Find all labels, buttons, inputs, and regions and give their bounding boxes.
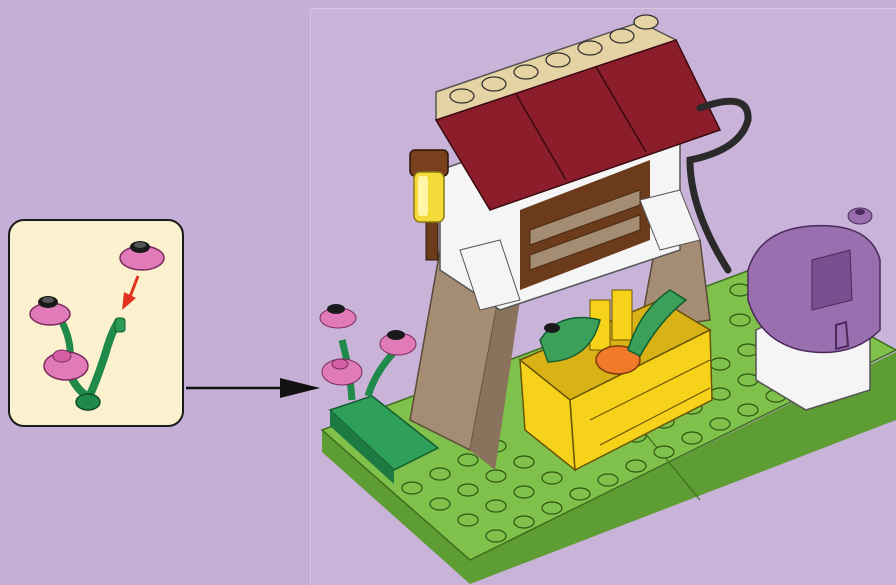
flower-icon	[30, 296, 70, 325]
flower-icon	[380, 330, 416, 355]
flower-icon	[44, 350, 88, 380]
arrow-icon	[122, 276, 138, 310]
flower-icon	[120, 241, 164, 270]
saddle-icon	[748, 208, 880, 410]
callout-flower-assembly	[30, 241, 164, 410]
flower-icon	[320, 304, 356, 328]
flower-icon	[322, 359, 362, 385]
callout-arrow	[186, 378, 320, 398]
